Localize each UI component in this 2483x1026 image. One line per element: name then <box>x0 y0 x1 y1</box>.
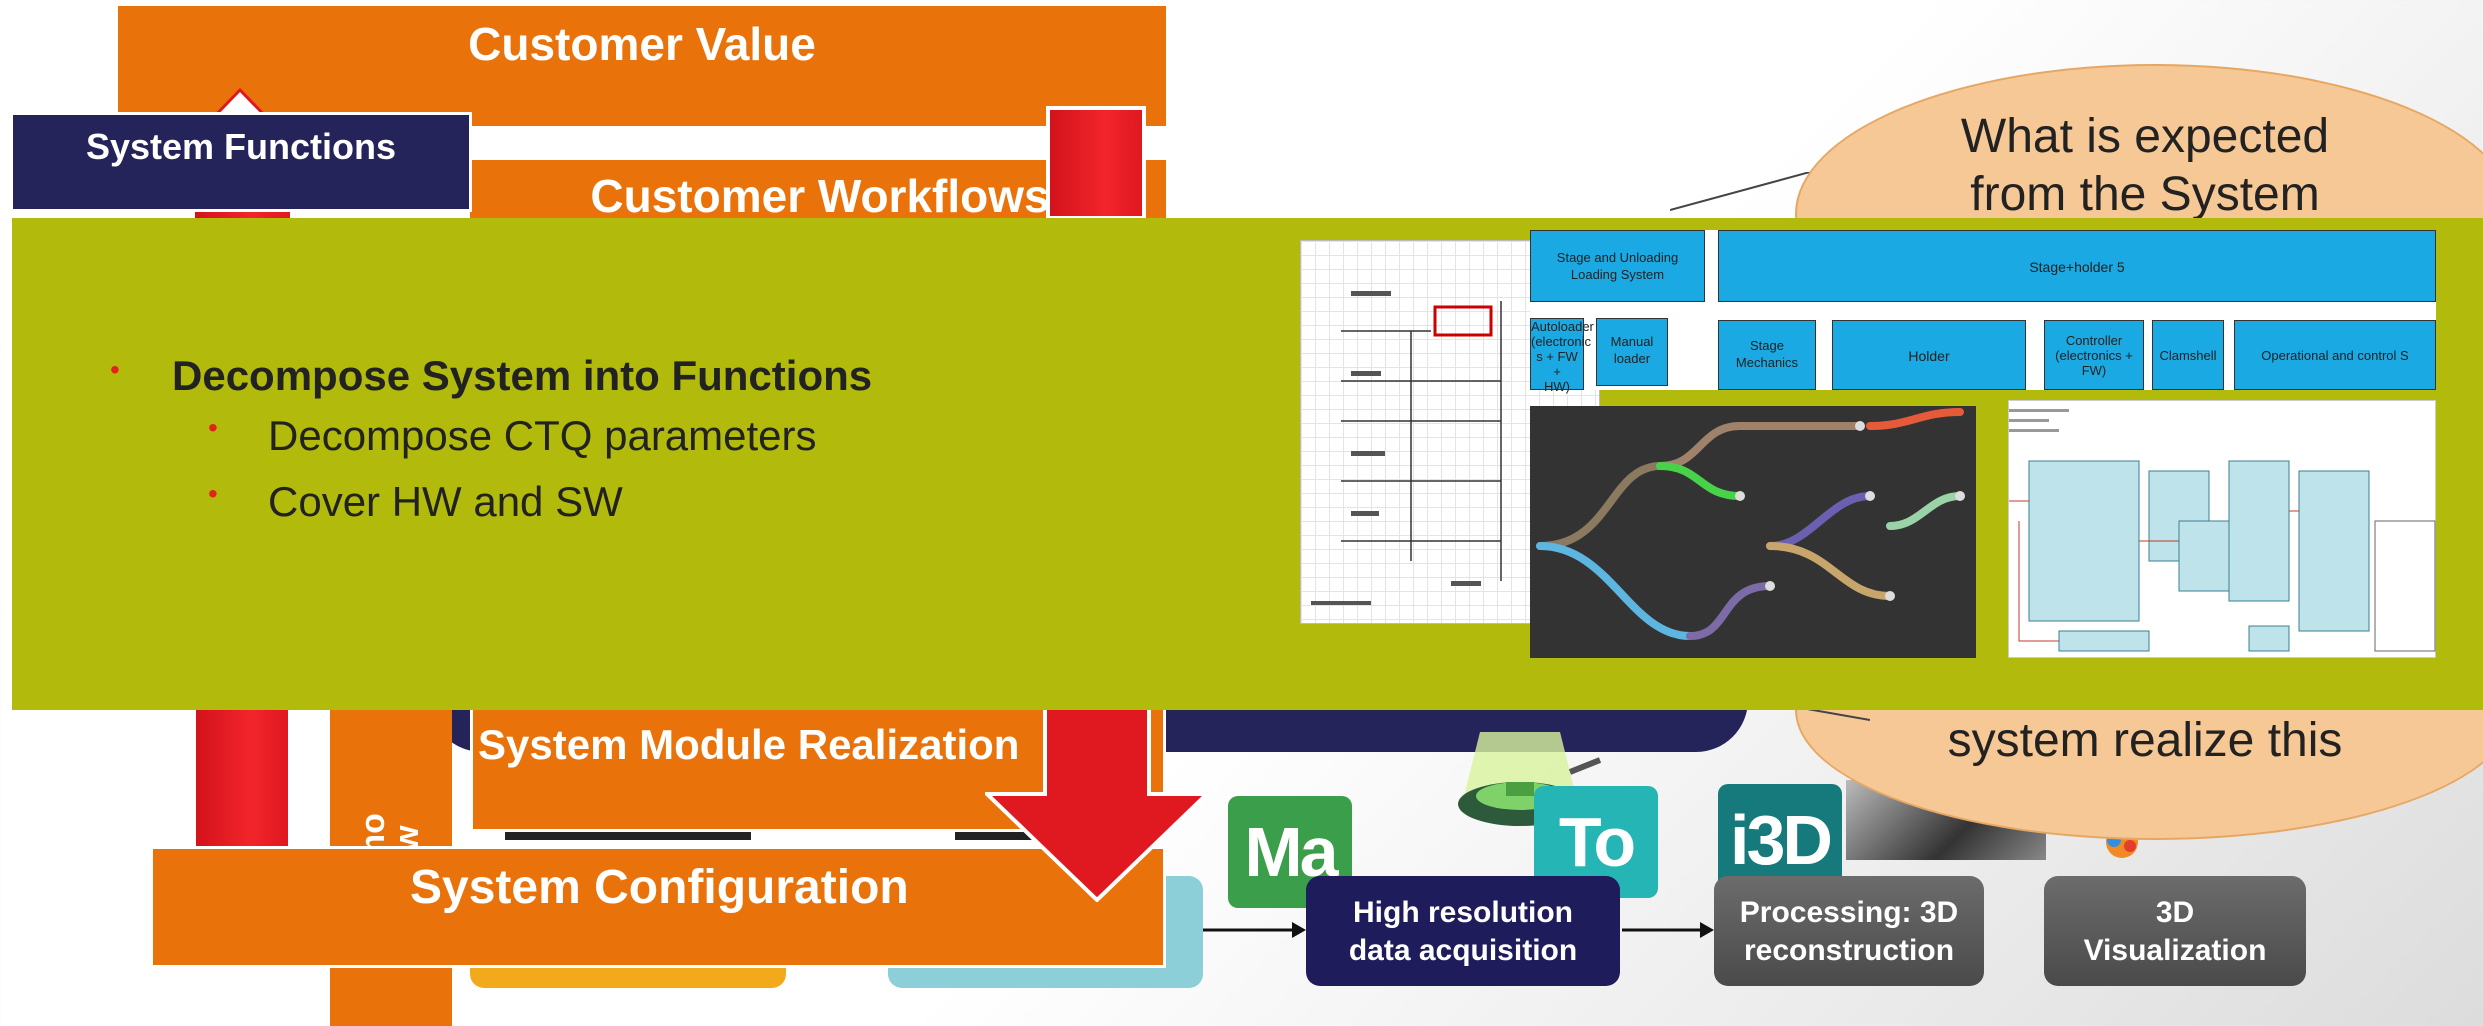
module-block-chart: Stage and Unloading Loading System Stage… <box>1530 230 2436 394</box>
down-arrow-shaft-top <box>1046 106 1146 220</box>
bullet-item-2: • Decompose CTQ parameters <box>208 412 817 459</box>
system-configuration-title: System Configuration <box>410 861 909 914</box>
block-operational-control: Operational and control S <box>2234 320 2436 390</box>
bullet-dot-icon: • <box>208 478 218 509</box>
flow-arrow-1 <box>1292 922 1306 938</box>
uml-diagram <box>2008 400 2436 658</box>
step-data-acquisition: High resolution data acquisition <box>1306 876 1620 986</box>
bullet-dot-icon: • <box>208 412 218 443</box>
strip-dark-right <box>955 832 1041 840</box>
step-3d-reconstruction: Processing: 3D reconstruction <box>1714 876 1984 986</box>
strip-dark-left <box>505 832 751 840</box>
flow-arrows <box>1203 922 1714 938</box>
down-arrow-head <box>985 708 1209 902</box>
system-configuration-block <box>150 846 1166 968</box>
callout-expected-text: What is expected from the System <box>1960 110 2330 221</box>
callout-pointer-top <box>1670 172 1810 211</box>
block-autoloader: Autoloader (electronic s + FW + HW) <box>1530 318 1594 394</box>
left-red-bar-top <box>195 212 290 220</box>
callout-realize-text: system realize this <box>1947 714 2343 767</box>
feature-tree-diagram <box>1530 406 1976 658</box>
block-controller: Controller (electronics + FW) <box>2044 320 2144 390</box>
block-stage-holder: Stage+holder 5 <box>1718 230 2436 302</box>
step-3d-visualization: 3D Visualization <box>2044 876 2306 986</box>
module-realization-title: System Module Realization <box>478 721 1020 768</box>
customer-value-title: Customer Value <box>468 18 816 70</box>
customer-value-block <box>118 6 1166 126</box>
block-stage-mechanics: Stage Mechanics <box>1718 320 1816 390</box>
bullet-item-1: • Decompose System into Functions <box>110 352 873 399</box>
bullet-list: • Decompose System into Functions • Deco… <box>100 350 1250 538</box>
block-stage-loading: Stage and Unloading Loading System <box>1530 230 1705 302</box>
block-manual-loader: Manual loader <box>1596 318 1668 386</box>
system-functions-box <box>10 112 472 212</box>
flow-arrow-2 <box>1700 922 1714 938</box>
system-functions-title: System Functions <box>85 126 397 167</box>
bullet-dot-icon: • <box>110 354 120 385</box>
bullet-item-3: • Cover HW and SW <box>208 478 623 525</box>
block-holder: Holder <box>1832 320 2026 390</box>
block-clamshell: Clamshell <box>2152 320 2224 390</box>
customer-workflows-title: Customer Workflows <box>590 170 1050 222</box>
